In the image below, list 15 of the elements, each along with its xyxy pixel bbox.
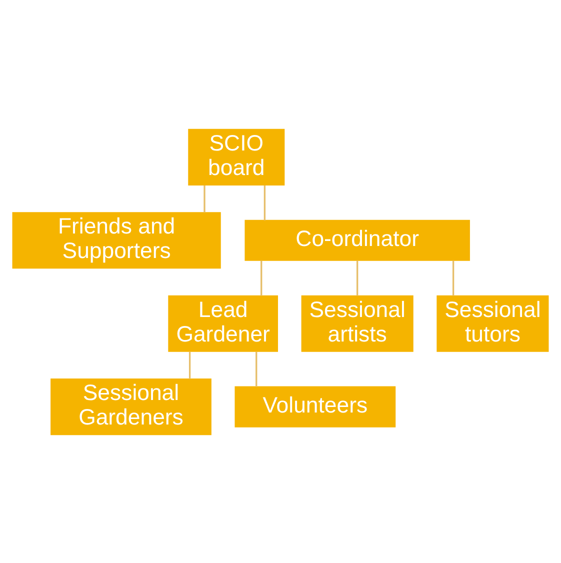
connector xyxy=(188,351,191,378)
node-box: Sessional artists xyxy=(301,294,414,352)
connector xyxy=(256,351,258,386)
node-box: Friends and Supporters xyxy=(12,212,221,268)
node-box: Co-ordinator xyxy=(244,219,470,260)
connector xyxy=(260,260,262,296)
connector xyxy=(204,184,206,212)
node-box: Sessional Gardeners xyxy=(50,378,212,435)
connector xyxy=(452,260,454,296)
node-box: Volunteers xyxy=(234,386,396,427)
node-box: Sessional tutors xyxy=(436,294,549,352)
connector xyxy=(356,260,358,296)
connector xyxy=(264,184,266,220)
node-box: SCIO board xyxy=(188,128,285,185)
node-box: Lead Gardener xyxy=(168,294,278,352)
